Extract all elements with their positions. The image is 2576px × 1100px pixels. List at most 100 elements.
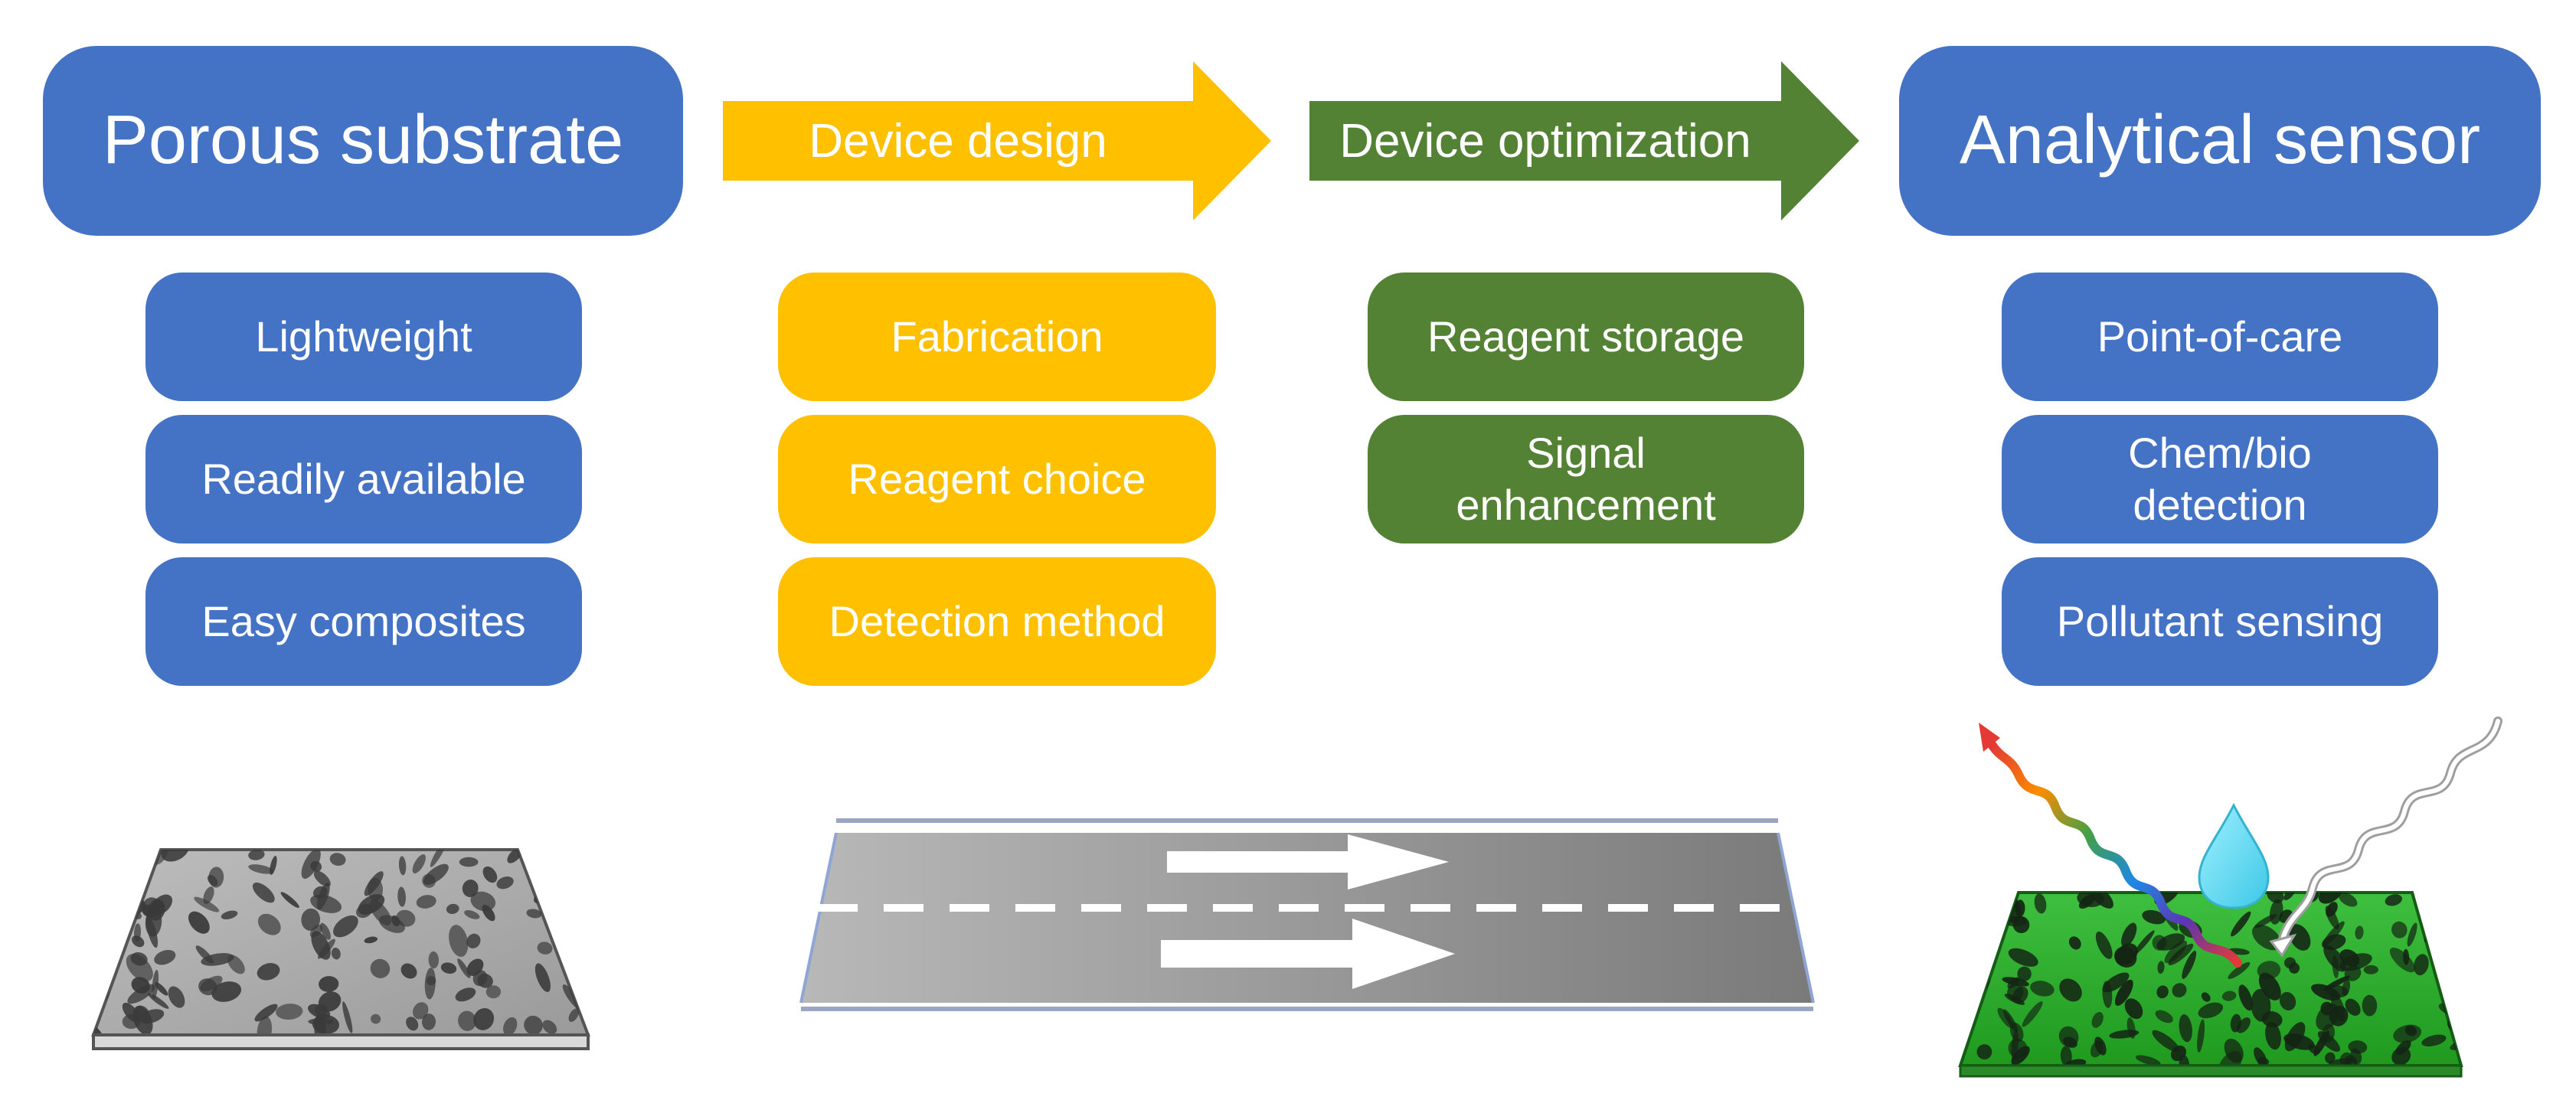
- pore-spot: [2022, 1000, 2043, 1027]
- pore-spot: [370, 958, 391, 978]
- pore-spot: [320, 922, 331, 940]
- pore-spot: [2198, 1002, 2224, 1019]
- pore-spot: [208, 867, 224, 888]
- pore-spot: [122, 850, 144, 863]
- pore-spot: [200, 975, 223, 991]
- pore-spot: [168, 986, 185, 1008]
- pore-spot: [252, 882, 275, 903]
- pore-spot: [2030, 981, 2055, 997]
- pore-spot: [257, 1016, 273, 1035]
- pore-spot: [2389, 947, 2415, 973]
- pore-spot: [1976, 1044, 1992, 1060]
- pore-spot: [2124, 998, 2143, 1020]
- pore-spot: [2002, 977, 2029, 987]
- pore-spot: [398, 856, 407, 876]
- item-label: Reagent choice: [848, 454, 1146, 503]
- pore-spot: [470, 891, 496, 912]
- pore-spot: [211, 981, 242, 1002]
- pore-spot: [2182, 950, 2197, 979]
- pore-spot: [2395, 1040, 2411, 1056]
- pore-spot: [2011, 1046, 2030, 1066]
- porous-substrate-item: Easy composites: [145, 557, 582, 686]
- pore-spot: [129, 870, 140, 890]
- pore-spot: [221, 910, 238, 920]
- pore-spot: [2407, 922, 2417, 947]
- item-label: Detection method: [829, 596, 1165, 645]
- pore-spot: [1960, 895, 1972, 909]
- pore-spot: [248, 850, 265, 860]
- pore-spot: [329, 853, 346, 866]
- device-design-item: Reagent choice: [778, 415, 1216, 543]
- pore-spot: [308, 1018, 334, 1025]
- pore-spot: [270, 856, 277, 875]
- item-label: Easy composites: [201, 596, 526, 645]
- analytical-sensor-title: Analytical sensor: [1959, 102, 2481, 179]
- pore-spot: [561, 899, 574, 920]
- pore-spot: [2339, 953, 2372, 971]
- pore-spot: [2135, 1055, 2161, 1066]
- pore-spot: [396, 909, 416, 927]
- pore-spot: [280, 892, 299, 908]
- pore-spot: [2121, 922, 2137, 948]
- pore-spot: [2114, 946, 2137, 968]
- pore-spot: [317, 938, 335, 959]
- pore-spot: [319, 976, 339, 992]
- pore-spot: [93, 873, 110, 894]
- pore-spot: [161, 850, 189, 862]
- pore-spot: [400, 963, 417, 979]
- pore-spot: [2068, 936, 2081, 950]
- pore-spot: [155, 982, 168, 996]
- pore-spot: [2362, 994, 2378, 1017]
- pore-spot: [203, 886, 214, 905]
- pore-spot: [2164, 940, 2188, 964]
- device-optimization-title: Device optimization: [1339, 114, 1751, 168]
- porous-sheet-icon: [84, 834, 597, 1056]
- pore-spot: [534, 963, 551, 992]
- pore-spot: [449, 925, 469, 958]
- pore-spot: [2064, 1059, 2087, 1066]
- pore-spot: [333, 915, 358, 938]
- pore-spot: [458, 1010, 476, 1031]
- pore-spot: [2283, 893, 2296, 900]
- pore-spot: [428, 951, 440, 969]
- device-optimization-item: Reagent storage: [1368, 273, 1804, 401]
- pore-spot: [2421, 1034, 2447, 1047]
- pore-spot: [1997, 1007, 2014, 1029]
- pore-spot: [2012, 916, 2030, 934]
- pore-spot: [2254, 1047, 2267, 1066]
- pore-spot: [397, 886, 406, 907]
- pore-spot: [571, 878, 583, 887]
- pore-spot: [537, 942, 553, 955]
- pore-spot: [2265, 1021, 2281, 1050]
- pore-spot: [2363, 965, 2378, 974]
- pore-spot: [132, 935, 145, 948]
- pore-spot: [100, 956, 111, 969]
- pore-spot: [568, 1008, 580, 1022]
- pore-spot: [127, 984, 155, 1004]
- pore-spot: [126, 857, 140, 868]
- pore-spot: [2034, 893, 2047, 914]
- pore-spot: [534, 860, 545, 879]
- pore-spot: [542, 1020, 557, 1034]
- pore-spot: [2228, 961, 2251, 979]
- pore-spot: [2313, 1030, 2329, 1056]
- pore-spot: [424, 968, 436, 1000]
- pore-spot: [2172, 983, 2187, 997]
- item-label: Fabrication: [891, 312, 1103, 361]
- pore-spot: [416, 895, 436, 909]
- pore-spot: [151, 894, 173, 916]
- item-label: Lightweight: [255, 312, 472, 361]
- pore-spot: [2261, 1010, 2283, 1028]
- pore-spot: [2179, 1014, 2192, 1043]
- pore-spot: [313, 870, 331, 887]
- pore-spot: [2011, 1029, 2019, 1060]
- pore-spot: [2094, 1036, 2107, 1056]
- pore-spot: [364, 871, 384, 896]
- analytical-sensor-item: Point-of-care: [2002, 273, 2438, 401]
- pore-spot: [503, 1017, 518, 1035]
- pore-spot: [148, 993, 169, 1009]
- pore-spot: [462, 880, 479, 897]
- sensor-sheet-icon: [1953, 712, 2519, 1079]
- road-icon: [796, 811, 1822, 1018]
- pore-spot: [406, 1017, 419, 1031]
